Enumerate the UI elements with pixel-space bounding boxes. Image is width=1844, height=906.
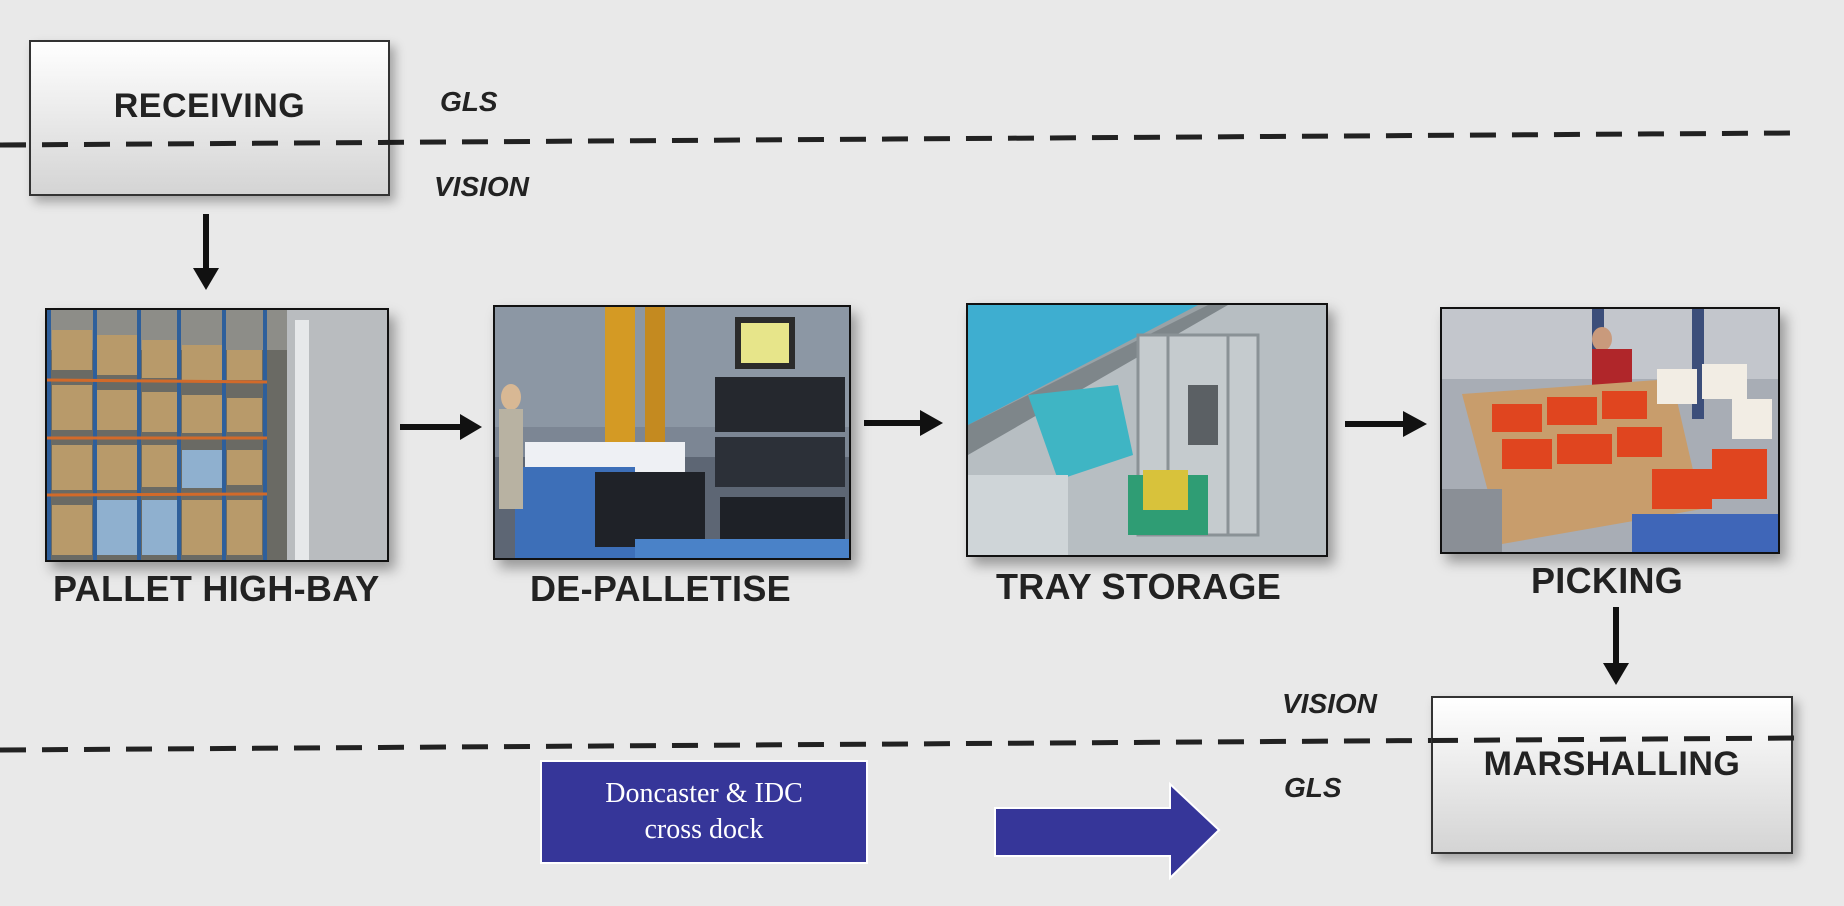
cross-dock-block-arrow <box>994 781 1221 881</box>
arrow-tray-storage-to-picking <box>1345 411 1427 437</box>
cross-dock-note: Doncaster & IDC cross dock <box>540 760 868 864</box>
marshalling-label: MARSHALLING <box>1483 744 1741 783</box>
zone-label-gls-bottom: GLS <box>1284 772 1342 803</box>
arrow-picking-to-marshalling <box>1603 607 1629 685</box>
stage-label-de-palletise: DE-PALLETISE <box>530 568 791 609</box>
arrow-receiving-to-highbay <box>193 214 219 290</box>
pallet-high-bay-photo <box>45 308 389 562</box>
picking-photo <box>1440 307 1780 554</box>
zone-label-gls-top: GLS <box>440 86 498 117</box>
cross-dock-note-line1: Doncaster & IDC <box>605 778 803 809</box>
cross-dock-note-line2: cross dock <box>644 814 764 845</box>
de-palletise-photo <box>493 305 851 560</box>
arrow-highbay-to-depalletise <box>400 414 482 440</box>
receiving-label: RECEIVING <box>113 86 306 125</box>
stage-label-picking: PICKING <box>1531 560 1684 601</box>
tray-storage-photo <box>966 303 1328 557</box>
stage-label-tray-storage: TRAY STORAGE <box>996 566 1282 607</box>
zone-label-vision-top: VISION <box>434 171 529 202</box>
stage-label-pallet-high-bay: PALLET HIGH-BAY <box>53 568 380 609</box>
arrow-depalletise-to-tray-storage <box>864 410 943 436</box>
zone-label-vision-bottom: VISION <box>1282 688 1377 719</box>
marshalling-box: MARSHALLING <box>1431 696 1793 854</box>
bottom-boundary-line <box>0 735 1801 753</box>
receiving-box: RECEIVING <box>29 40 390 196</box>
